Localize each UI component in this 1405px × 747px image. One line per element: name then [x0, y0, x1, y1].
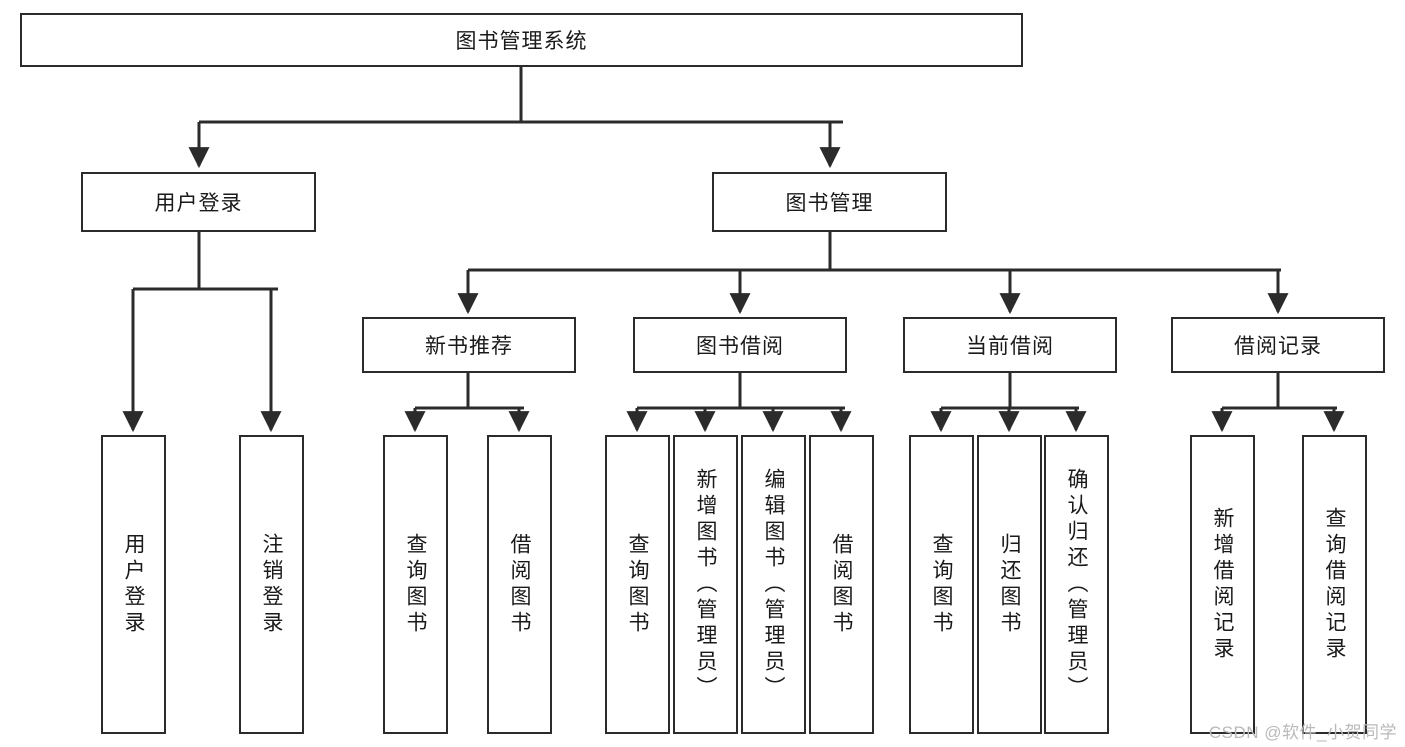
node-new-book-recommend-label: 新书推荐	[425, 335, 513, 358]
node-current-borrow-label: 当前借阅	[966, 335, 1054, 358]
leaf-confirm-return-admin[interactable]: 确认归还（管理员）	[1044, 435, 1109, 734]
leaf-add-borrow-record[interactable]: 新增借阅记录	[1190, 435, 1255, 734]
leaf-add-borrow-record-label: 新增借阅记录	[1211, 506, 1234, 663]
leaf-query-book-3-label: 查询图书	[930, 532, 953, 637]
node-current-borrow[interactable]: 当前借阅	[903, 317, 1117, 373]
node-new-book-recommend[interactable]: 新书推荐	[362, 317, 576, 373]
leaf-confirm-return-admin-label: 确认归还（管理员）	[1065, 467, 1088, 702]
node-book-management-label: 图书管理	[785, 192, 874, 215]
leaf-logout[interactable]: 注销登录	[239, 435, 304, 734]
node-root-system[interactable]: 图书管理系统	[20, 13, 1023, 67]
node-book-borrow-label: 图书借阅	[696, 335, 784, 358]
node-borrow-record[interactable]: 借阅记录	[1171, 317, 1385, 373]
leaf-edit-book-admin[interactable]: 编辑图书（管理员）	[741, 435, 806, 734]
node-user-login-label: 用户登录	[154, 192, 243, 215]
watermark-text: CSDN @软件_小贺同学	[1208, 723, 1397, 742]
leaf-logout-label: 注销登录	[260, 532, 283, 637]
leaf-query-book-3[interactable]: 查询图书	[909, 435, 974, 734]
leaf-add-book-admin-label: 新增图书（管理员）	[694, 467, 717, 702]
node-book-borrow[interactable]: 图书借阅	[633, 317, 847, 373]
node-user-login[interactable]: 用户登录	[81, 172, 316, 232]
leaf-borrow-book-1-label: 借阅图书	[508, 532, 531, 637]
leaf-borrow-book-2[interactable]: 借阅图书	[809, 435, 874, 734]
node-book-management[interactable]: 图书管理	[712, 172, 947, 232]
leaf-borrow-book-1[interactable]: 借阅图书	[487, 435, 552, 734]
leaf-query-book-1[interactable]: 查询图书	[383, 435, 448, 734]
leaf-add-book-admin[interactable]: 新增图书（管理员）	[673, 435, 738, 734]
leaf-query-book-1-label: 查询图书	[404, 532, 427, 637]
leaf-query-book-2-label: 查询图书	[626, 532, 649, 637]
leaf-query-borrow-record[interactable]: 查询借阅记录	[1302, 435, 1367, 734]
node-borrow-record-label: 借阅记录	[1234, 335, 1322, 358]
leaf-user-login[interactable]: 用户登录	[101, 435, 166, 734]
leaf-edit-book-admin-label: 编辑图书（管理员）	[762, 467, 785, 702]
leaf-user-login-label: 用户登录	[122, 532, 145, 637]
leaf-query-borrow-record-label: 查询借阅记录	[1323, 506, 1346, 663]
node-root-system-label: 图书管理系统	[455, 30, 588, 53]
leaf-query-book-2[interactable]: 查询图书	[605, 435, 670, 734]
leaf-return-book-label: 归还图书	[998, 532, 1021, 637]
leaf-borrow-book-2-label: 借阅图书	[830, 532, 853, 637]
leaf-return-book[interactable]: 归还图书	[977, 435, 1042, 734]
